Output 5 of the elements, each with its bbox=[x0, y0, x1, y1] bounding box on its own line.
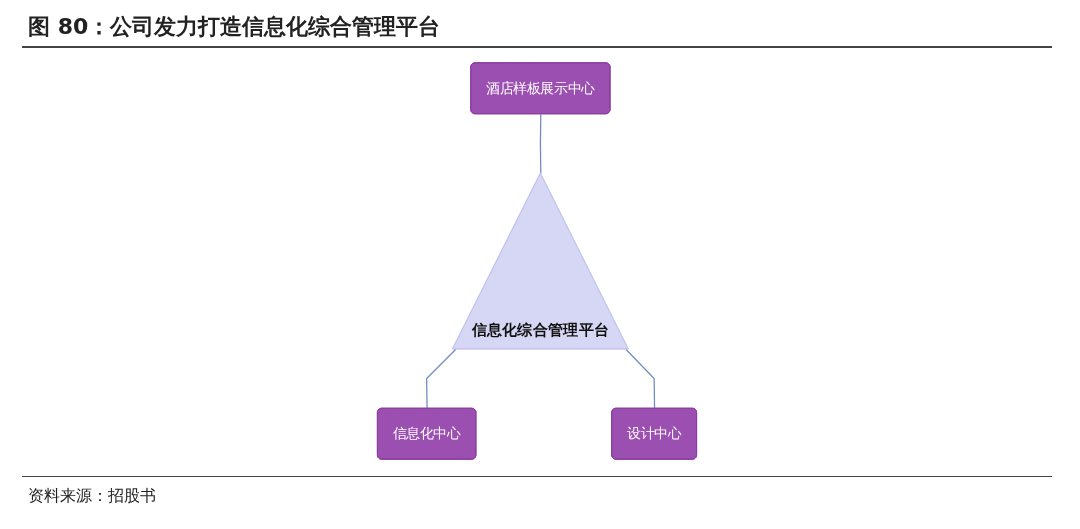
figure-title: 图 80：公司发力打造信息化综合管理平台 bbox=[28, 13, 441, 41]
source-note: 资料来源：招股书 bbox=[28, 486, 156, 507]
connector bbox=[625, 348, 656, 410]
connector bbox=[539, 113, 542, 175]
connector bbox=[426, 348, 457, 410]
